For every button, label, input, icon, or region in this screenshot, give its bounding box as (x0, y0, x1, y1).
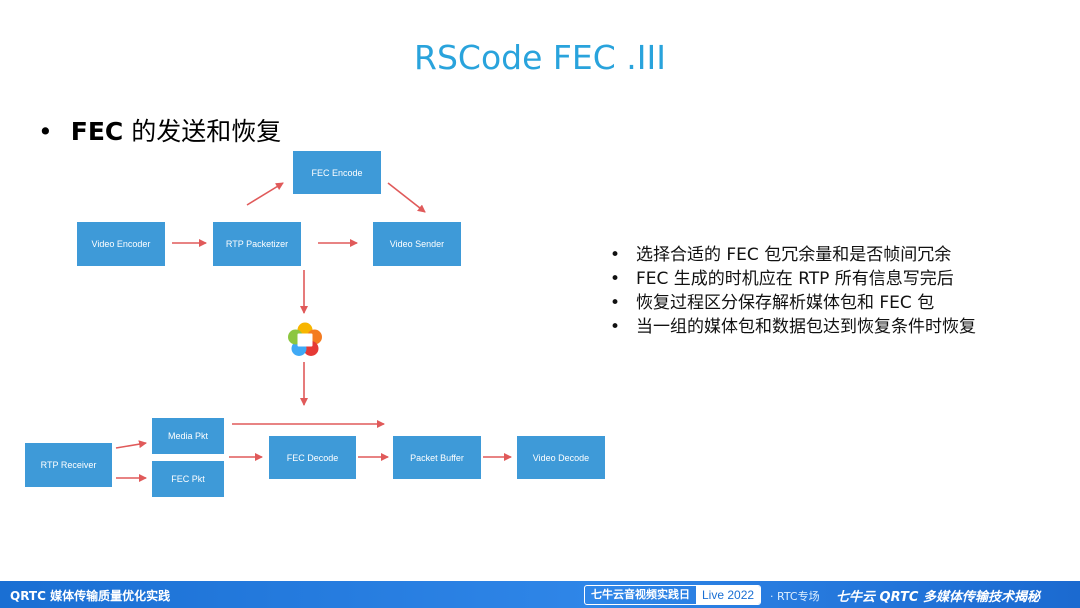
event-live-label: Live 2022 (696, 586, 761, 604)
key-point-text: 当一组的媒体包和数据包达到恢复条件时恢复 (636, 317, 976, 337)
webrtc-logo-icon (288, 322, 322, 356)
key-point-text: FEC 生成的时机应在 RTP 所有信息写完后 (636, 269, 954, 289)
bullet-dot: • (610, 293, 621, 313)
event-track: · RTC专场 (770, 590, 820, 603)
slide-title: RSCode FEC .III (414, 38, 666, 77)
footer-talk-title: QRTC 媒体传输质量优化实践 (10, 589, 171, 603)
key-point-item: • 当一组的媒体包和数据包达到恢复条件时恢复 (610, 315, 976, 339)
fec-encode-box: FEC Encode (293, 151, 381, 194)
footer-brand-slogan: 七牛云 QRTC 多媒体传输技术揭秘 (836, 590, 1040, 605)
video-decode-box: Video Decode (517, 436, 605, 479)
fec-pkt-box: FEC Pkt (152, 461, 224, 497)
video-encoder-box: Video Encoder (77, 222, 165, 266)
heading-text: 的发送和恢复 (123, 117, 282, 146)
key-point-text: 选择合适的 FEC 包冗余量和是否帧间冗余 (636, 245, 952, 265)
bullet-dot: • (610, 245, 621, 265)
video-sender-box: Video Sender (373, 222, 461, 266)
arrow-fec-encode-to-sender (387, 182, 426, 213)
packet-buffer-box: Packet Buffer (393, 436, 481, 479)
event-badge: 七牛云音视频实践日 Live 2022 (584, 585, 762, 605)
key-point-item: • 选择合适的 FEC 包冗余量和是否帧间冗余 (610, 243, 976, 267)
footer-bar: QRTC 媒体传输质量优化实践 七牛云音视频实践日 Live 2022 · RT… (0, 581, 1080, 608)
key-points-list: • 选择合适的 FEC 包冗余量和是否帧间冗余 • FEC 生成的时机应在 RTP … (610, 243, 976, 339)
key-point-text: 恢复过程区分保存解析媒体包和 FEC 包 (636, 293, 935, 313)
fec-decode-box: FEC Decode (269, 436, 356, 479)
arrow-receiver-to-media (115, 440, 147, 449)
bullet-dot: • (38, 117, 53, 146)
bullet-dot: • (610, 269, 621, 289)
media-pkt-box: Media Pkt (152, 418, 224, 454)
rtp-receiver-box: RTP Receiver (25, 443, 112, 487)
heading-bold: FEC (70, 117, 124, 146)
key-point-item: • 恢复过程区分保存解析媒体包和 FEC 包 (610, 291, 976, 315)
key-point-item: • FEC 生成的时机应在 RTP 所有信息写完后 (610, 267, 976, 291)
arrow-packetizer-to-fec-encode (246, 182, 284, 206)
event-name: 七牛云音视频实践日 (591, 588, 690, 601)
section-heading: • FEC 的发送和恢复 (38, 112, 281, 148)
rtp-packetizer-box: RTP Packetizer (213, 222, 301, 266)
bullet-dot: • (610, 317, 621, 337)
